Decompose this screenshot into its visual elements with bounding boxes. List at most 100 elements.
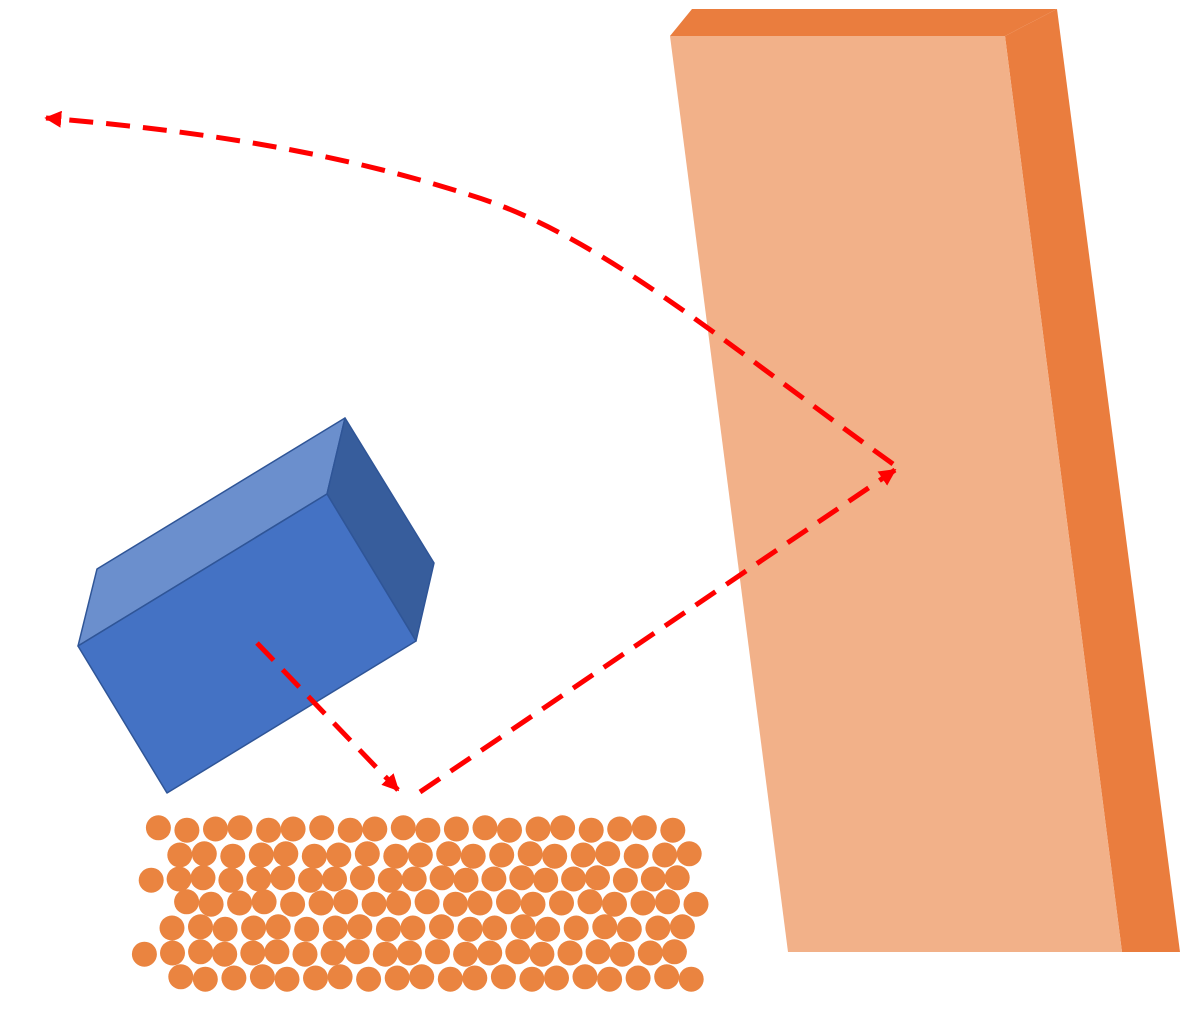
particle [274, 966, 300, 992]
particle [203, 816, 228, 842]
particle [436, 841, 462, 867]
particle [383, 843, 409, 869]
particle [509, 865, 535, 891]
particle [396, 940, 422, 966]
wall-top-face [670, 9, 1057, 36]
path-arrows [44, 110, 897, 795]
particle [309, 815, 335, 841]
particle [280, 891, 306, 917]
particle [256, 817, 282, 843]
particle [241, 915, 267, 941]
particle [301, 843, 327, 869]
particle [429, 914, 454, 940]
particle [227, 815, 253, 841]
particle [386, 890, 412, 916]
particle [645, 915, 671, 941]
particle [227, 890, 253, 916]
particle [265, 914, 291, 940]
particle [429, 865, 455, 891]
particle [550, 815, 576, 841]
particle [631, 815, 657, 841]
particle [212, 941, 238, 967]
particle [372, 941, 398, 967]
particle [585, 939, 611, 965]
particle [549, 890, 574, 916]
particle [212, 916, 238, 942]
particle [443, 891, 468, 917]
particle [248, 842, 274, 868]
particle [190, 865, 216, 891]
particle [460, 843, 486, 869]
particle [337, 817, 363, 843]
particle [160, 940, 185, 966]
block-front-face [77, 493, 417, 794]
particle [529, 941, 555, 967]
particle [327, 964, 353, 990]
particle [664, 865, 690, 891]
particle [322, 866, 347, 892]
particle [249, 964, 275, 990]
particle [544, 965, 569, 991]
particle [192, 966, 218, 992]
particle [572, 964, 598, 990]
particle [166, 866, 192, 892]
particle [159, 915, 185, 941]
particle [414, 889, 440, 915]
wall-front-face [670, 36, 1122, 952]
particle [168, 964, 194, 990]
particle [198, 891, 224, 917]
particle [535, 916, 561, 942]
particle [661, 939, 687, 965]
particle [218, 867, 244, 893]
particle [349, 865, 375, 891]
particle [612, 867, 638, 893]
particle [533, 867, 559, 893]
particle [462, 965, 488, 991]
particle [437, 966, 463, 992]
particle [660, 817, 686, 843]
particle [457, 916, 483, 942]
particle [294, 916, 320, 942]
particle [303, 965, 328, 991]
particle [453, 941, 479, 967]
particle [221, 965, 247, 991]
particle [326, 842, 352, 868]
particle [597, 966, 623, 992]
particle [145, 815, 171, 841]
particle [669, 914, 695, 940]
particle [167, 842, 193, 868]
particle [481, 866, 507, 892]
particle [273, 841, 299, 867]
particle [375, 916, 401, 942]
particle [320, 940, 346, 966]
particle [467, 890, 493, 916]
particle [489, 842, 515, 868]
particle [347, 914, 373, 940]
particle [561, 866, 587, 892]
block [77, 417, 435, 794]
particle [384, 965, 410, 991]
particle [519, 966, 545, 992]
particle [497, 817, 522, 843]
particle [570, 842, 596, 868]
particle [520, 891, 546, 917]
particle [525, 816, 551, 842]
particle [401, 866, 427, 892]
particle [292, 941, 318, 967]
particle [264, 939, 290, 965]
particle [333, 889, 359, 915]
particle [400, 915, 426, 941]
particle [609, 941, 635, 967]
particle [362, 816, 388, 842]
particle [676, 841, 702, 867]
particle [361, 891, 387, 917]
particle [654, 964, 680, 990]
particle [578, 817, 604, 843]
particle [623, 843, 649, 869]
particle [377, 867, 403, 893]
particle [505, 939, 531, 965]
particle [443, 816, 469, 842]
particle [138, 867, 164, 893]
particle [678, 966, 704, 992]
particle [453, 867, 479, 893]
